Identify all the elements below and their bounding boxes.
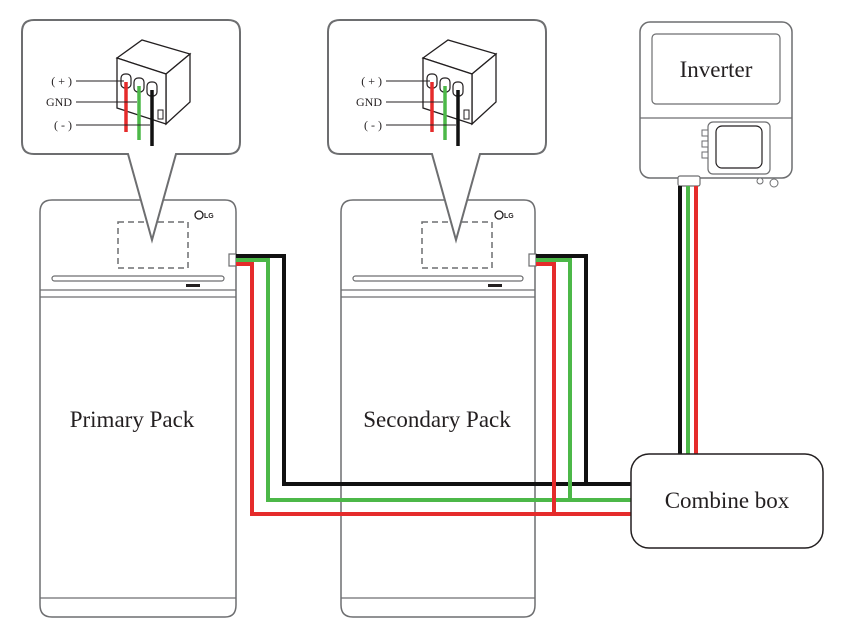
lg-logo: LG — [194, 210, 214, 220]
positive-label: ( + ) — [51, 74, 72, 88]
inverter: Inverter — [639, 21, 793, 188]
ground-label: GND — [356, 95, 382, 109]
svg-text:LG: LG — [504, 213, 514, 220]
secondary-pack-label: Secondary Pack — [363, 407, 511, 432]
combine-box: Combine box — [630, 453, 824, 549]
secondary-ground-wire — [536, 258, 572, 500]
secondary-port — [528, 253, 537, 267]
lg-logo: LG — [494, 210, 514, 220]
combine-box-label: Combine box — [665, 488, 790, 513]
primary-pack-label: Primary Pack — [70, 407, 195, 432]
negative-label: ( - ) — [364, 118, 382, 132]
primary-positive-wire — [236, 262, 631, 516]
positive-label: ( + ) — [361, 74, 382, 88]
wiring — [236, 186, 698, 516]
ground-label: GND — [46, 95, 72, 109]
connector-plug-icon — [115, 39, 192, 126]
secondary-positive-wire — [536, 262, 556, 514]
connector-callout-secondary: ( + ) GND ( - ) — [327, 19, 547, 244]
negative-label: ( - ) — [54, 118, 72, 132]
primary-port — [228, 253, 237, 267]
connector-callout-primary: ( + ) GND ( - ) — [21, 19, 241, 244]
primary-pack: LG Primary Pack — [39, 199, 237, 618]
primary-negative-wire — [236, 254, 631, 486]
inverter-label: Inverter — [680, 57, 753, 82]
primary-ground-wire — [236, 258, 631, 502]
secondary-pack: LG Secondary Pack — [340, 199, 537, 618]
svg-text:LG: LG — [204, 213, 214, 220]
secondary-negative-wire — [536, 254, 588, 484]
